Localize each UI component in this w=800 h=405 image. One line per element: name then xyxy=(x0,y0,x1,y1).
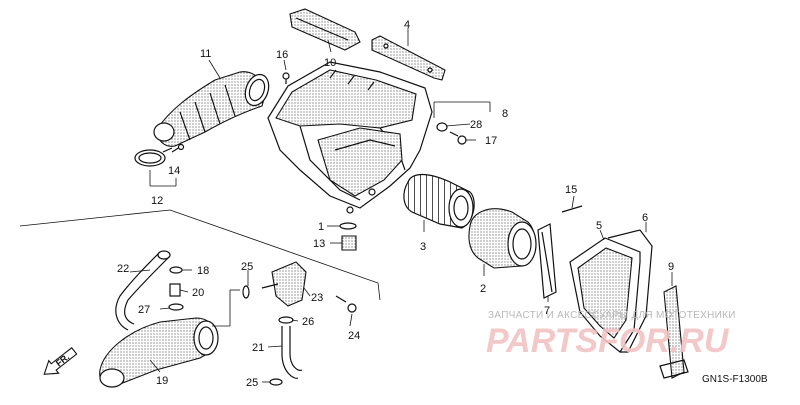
callout-25-lower: 25 xyxy=(246,377,258,389)
part-22-breather-hose xyxy=(115,250,171,331)
part-12-clamp xyxy=(134,147,173,167)
callout-12: 12 xyxy=(151,195,163,207)
callout-13: 13 xyxy=(313,238,325,250)
part-4-bracket xyxy=(371,35,446,81)
callout-28: 28 xyxy=(470,119,482,131)
callout-20: 20 xyxy=(192,287,204,299)
callout-labels: 1 2 3 4 5 6 7 8 9 10 11 12 13 14 15 16 1… xyxy=(117,19,674,389)
callout-2: 2 xyxy=(480,283,486,295)
part-11-intake-duct xyxy=(153,71,270,147)
part-7-strap xyxy=(537,223,557,299)
part-19-breather-case xyxy=(99,317,219,388)
callout-6: 6 xyxy=(642,212,648,224)
section-divider xyxy=(19,209,381,301)
callout-27: 27 xyxy=(138,304,150,316)
callout-7: 7 xyxy=(544,305,550,317)
part-9-strap xyxy=(659,285,689,379)
callout-22: 22 xyxy=(117,263,129,275)
part-2-foam-filter xyxy=(468,208,537,269)
part-18-clip xyxy=(169,266,183,274)
callout-10: 10 xyxy=(324,57,336,69)
callout-18: 18 xyxy=(197,265,209,277)
part-25-clip-lower xyxy=(269,378,283,386)
callout-19: 19 xyxy=(156,375,168,387)
callout-23: 23 xyxy=(311,292,323,304)
part-17-bolt xyxy=(449,131,467,145)
callout-3: 3 xyxy=(420,241,426,253)
callout-24: 24 xyxy=(348,330,360,342)
leader-lines xyxy=(129,28,673,383)
part-25-clip-upper xyxy=(242,285,250,299)
callout-25-upper: 25 xyxy=(241,261,253,273)
part-20-plug xyxy=(169,283,181,297)
part-24-bolt xyxy=(335,295,357,313)
callout-4: 4 xyxy=(404,19,410,31)
part-13-drain-plug xyxy=(341,235,357,251)
part-3-filter-element xyxy=(403,173,475,229)
part-27-clip xyxy=(168,303,184,311)
watermark-tagline: ЗАПЧАСТИ И АКСЕССУАРЫ ДЛЯ МОТОТЕХНИКИ xyxy=(488,310,736,321)
diagram-code: GN1S-F1300B xyxy=(702,374,768,385)
callout-15: 15 xyxy=(565,184,577,196)
part-16-bolt xyxy=(282,72,290,84)
part-6-lid-outer xyxy=(607,229,653,353)
watermark: ЗАПЧАСТИ И АКСЕССУАРЫ ДЛЯ МОТОТЕХНИКИ PA… xyxy=(486,310,736,360)
callout-16: 16 xyxy=(276,49,288,61)
part-26-clip xyxy=(278,316,294,324)
part-21-tube xyxy=(281,326,303,379)
callout-5: 5 xyxy=(596,220,602,232)
callout-9: 9 xyxy=(668,261,674,273)
callout-8: 8 xyxy=(502,108,508,120)
part-28-grommet xyxy=(436,122,448,132)
callout-17: 17 xyxy=(485,135,497,147)
callout-26: 26 xyxy=(302,316,314,328)
watermark-site: PARTSFOR.RU xyxy=(486,322,730,360)
part-23-separator xyxy=(261,261,307,307)
part-5-lid-inner xyxy=(569,237,641,353)
part-14-screw xyxy=(171,143,185,153)
callout-1: 1 xyxy=(318,221,324,233)
part-1-clip xyxy=(339,222,357,230)
callout-11: 11 xyxy=(200,48,211,60)
front-arrow: FR. xyxy=(43,346,78,375)
callout-21: 21 xyxy=(252,342,264,354)
part-10-cover xyxy=(289,8,361,51)
air-cleaner-case xyxy=(267,61,433,214)
part-15-pin xyxy=(561,205,583,213)
callout-14: 14 xyxy=(168,165,180,177)
